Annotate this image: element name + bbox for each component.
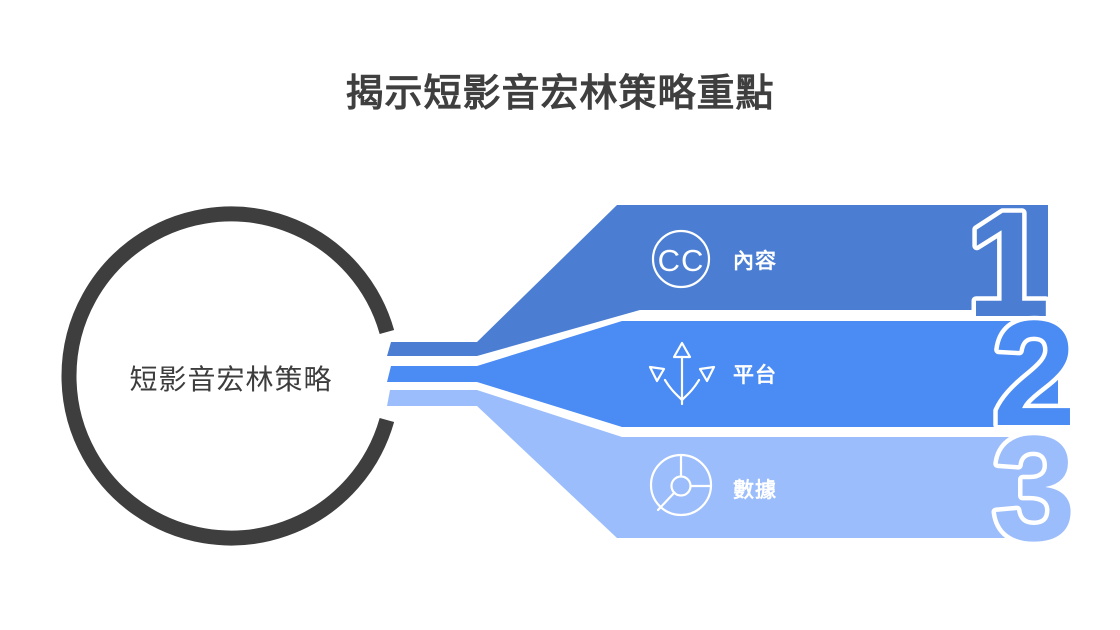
donut-chart-icon: [649, 453, 713, 517]
cc-icon-text: CC: [658, 243, 705, 278]
page-title: 揭示短影音宏林策略重點: [345, 73, 775, 115]
hub-label: 短影音宏林策略: [129, 364, 333, 395]
branch-band-3: [387, 390, 1048, 538]
branch-number-3: 3: [993, 404, 1076, 572]
branch-label-platform: 平台: [733, 364, 777, 387]
branch-band-1: [387, 205, 1048, 356]
branch-label-data: 數據: [733, 479, 777, 502]
branch-arrows-icon: [648, 341, 716, 406]
hub-ring: [61, 206, 395, 546]
branch-number-2: 2: [993, 289, 1076, 457]
cc-icon: CC: [651, 229, 711, 289]
branch-label-content: 內容: [733, 250, 777, 273]
branch-number-1: 1: [967, 180, 1050, 348]
branch-band-2: [387, 321, 1058, 427]
